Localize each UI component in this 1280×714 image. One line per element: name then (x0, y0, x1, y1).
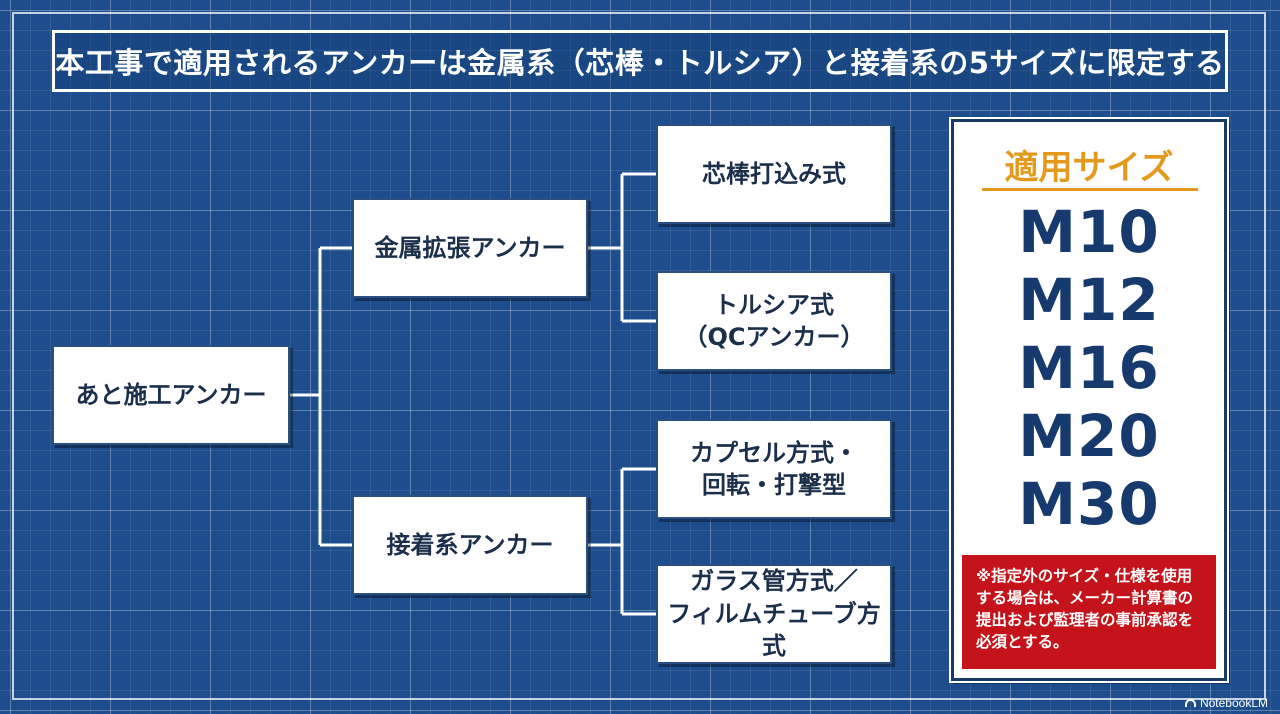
size-list: M10 M12 M16 M20 M30 (954, 198, 1224, 538)
node-metal-expansion-anchor: 金属拡張アンカー (352, 198, 588, 298)
watermark-text: NotebookLM (1199, 696, 1268, 710)
applicable-sizes-panel: 適用サイズ M10 M12 M16 M20 M30 ※指定外のサイズ・仕様を使用… (949, 117, 1229, 683)
node-core-rod-drive-in-label: 芯棒打込み式 (702, 159, 846, 188)
node-root-anchor-label: あと施工アンカー (75, 380, 267, 409)
node-core-rod-drive-in: 芯棒打込み式 (656, 124, 892, 224)
connector-adhesive-branch (588, 467, 656, 616)
node-torque-shear-qc-label: トルシア式 （QCアンカー） (683, 290, 865, 351)
connector-metal-branch (588, 172, 656, 323)
notebooklm-watermark: NotebookLM (1184, 696, 1268, 710)
applicable-sizes-heading: 適用サイズ (1004, 148, 1174, 188)
heading-underline (982, 188, 1198, 191)
node-capsule-rotary-impact-label: カプセル方式・ 回転・打撃型 (690, 438, 858, 499)
approval-note: ※指定外のサイズ・仕様を使用する場合は、メーカー計算書の提出および監理者の事前承… (962, 555, 1216, 669)
node-glass-film-tube: ガラス管方式／ フィルムチューブ方式 (656, 564, 892, 664)
node-metal-expansion-anchor-label: 金属拡張アンカー (374, 233, 566, 262)
size-item: M12 (1018, 266, 1160, 334)
blueprint-frame (12, 12, 1266, 700)
size-item: M10 (1018, 198, 1160, 266)
page-title-text: 本工事で適用されるアンカーは金属系（芯棒・トルシア）と接着系の5サイズに限定する (55, 46, 1225, 80)
node-adhesive-anchor-label: 接着系アンカー (386, 530, 554, 559)
node-glass-film-tube-label: ガラス管方式／ フィルムチューブ方式 (667, 567, 881, 661)
notebooklm-logo-icon (1184, 699, 1196, 707)
connector-root-branch (290, 246, 352, 547)
node-torque-shear-qc: トルシア式 （QCアンカー） (656, 271, 892, 371)
node-capsule-rotary-impact: カプセル方式・ 回転・打撃型 (656, 419, 892, 519)
size-item: M30 (1018, 470, 1160, 538)
size-item: M16 (1018, 334, 1160, 402)
size-item: M20 (1018, 402, 1160, 470)
node-adhesive-anchor: 接着系アンカー (352, 495, 588, 595)
node-root-anchor: あと施工アンカー (52, 345, 290, 445)
page-title: 本工事で適用されるアンカーは金属系（芯棒・トルシア）と接着系の5サイズに限定する (52, 30, 1228, 92)
